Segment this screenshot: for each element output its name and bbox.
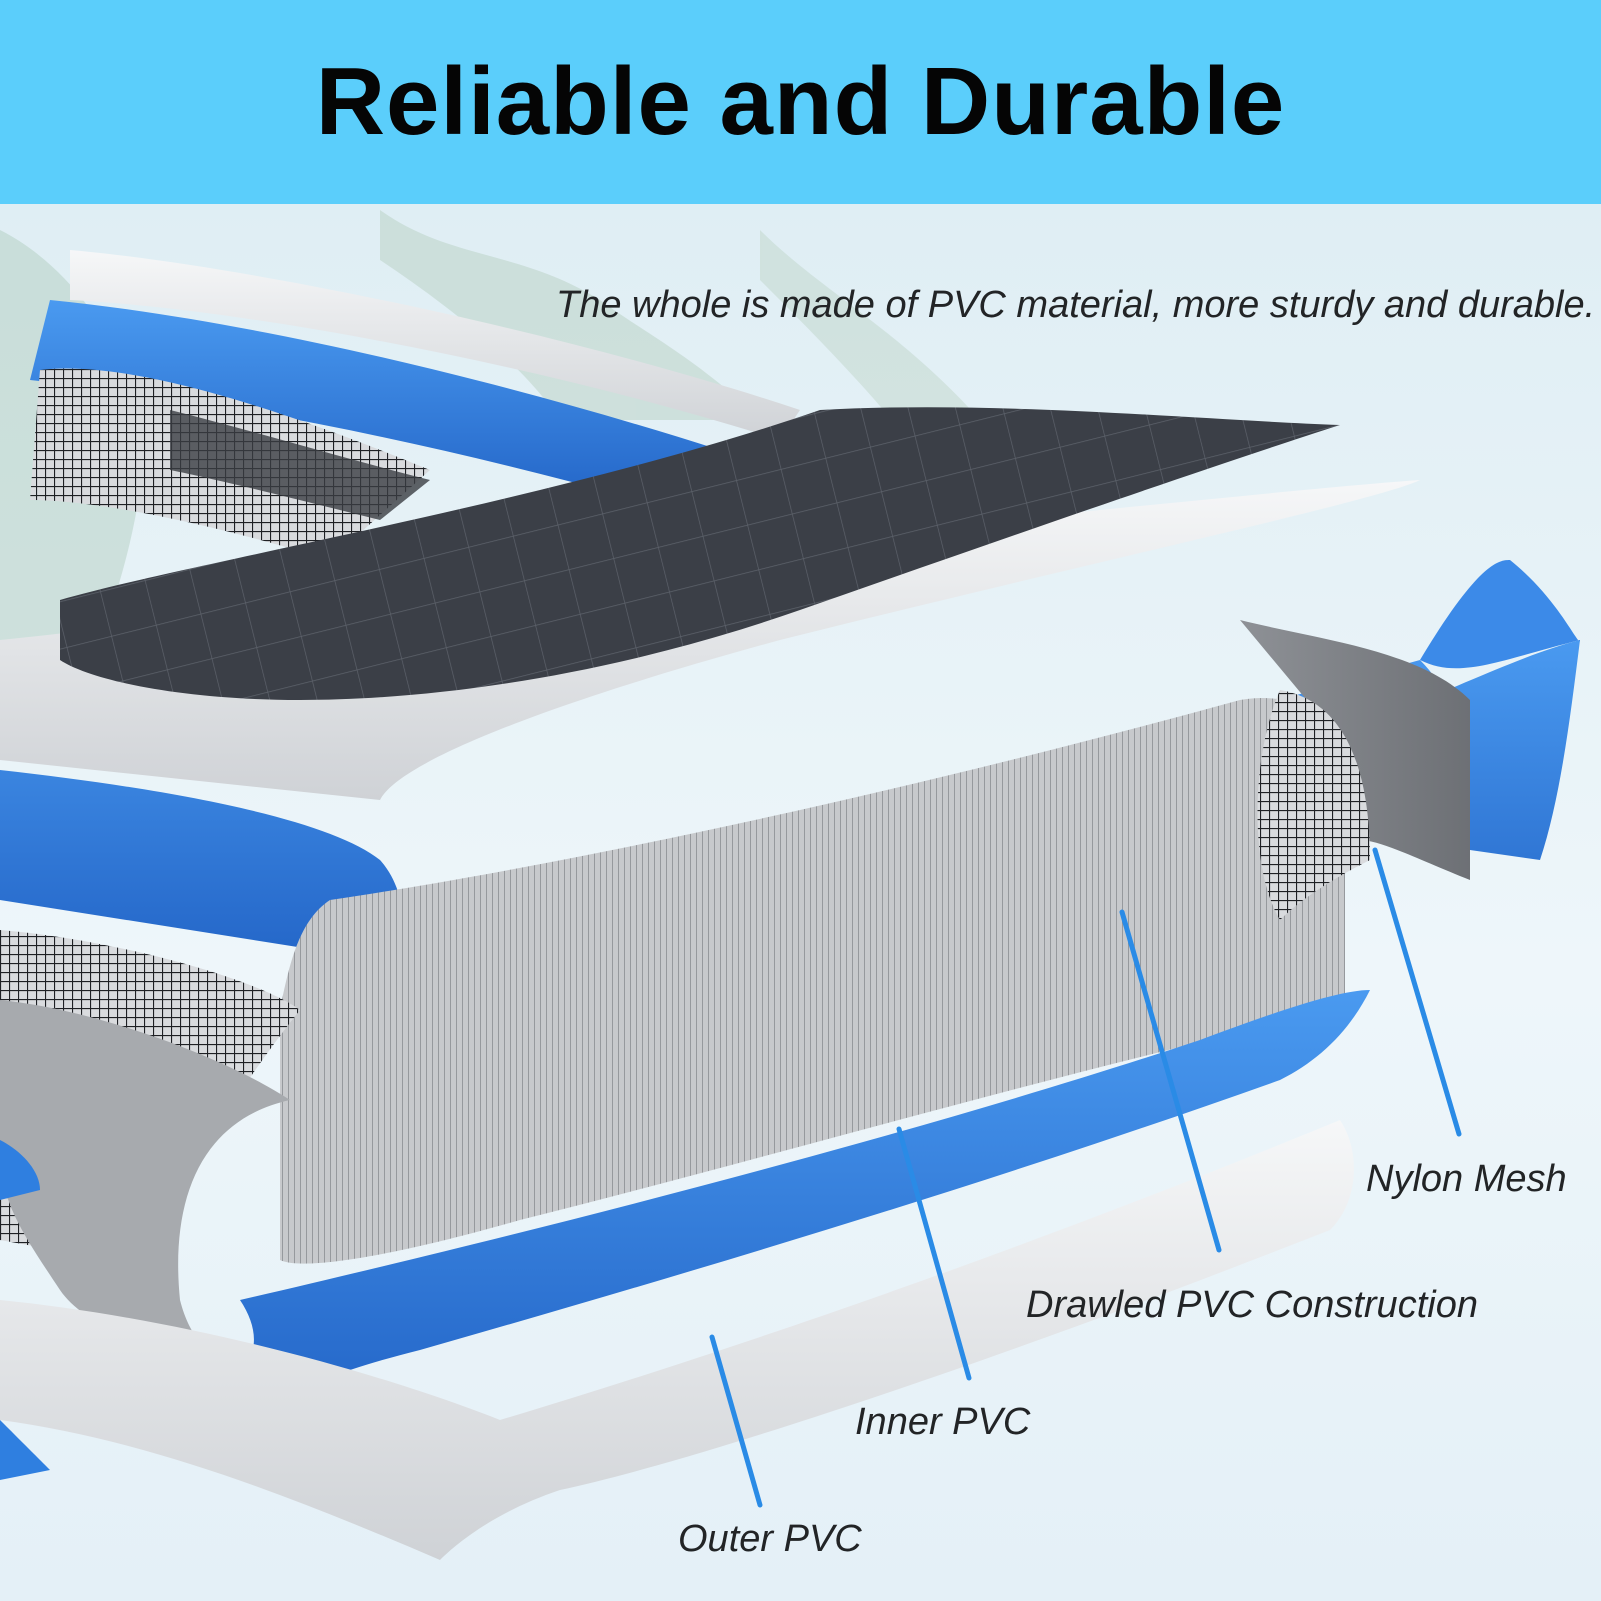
- mid-white-pvc-layer: [0, 480, 1420, 800]
- grey-pvc-curl: [0, 1000, 290, 1360]
- drop-stitch-core: [280, 698, 1345, 1264]
- top-blue-pvc-layer: [30, 300, 720, 500]
- drawstitch-grid-sheet: [60, 407, 1340, 700]
- nylon-mesh-wrap: [1257, 690, 1370, 920]
- label-drawled-pvc: Drawled PVC Construction: [1026, 1284, 1478, 1326]
- page-title: Reliable and Durable: [315, 48, 1286, 155]
- outer-pvc-white-layer: [0, 1120, 1354, 1560]
- label-pointers: [709, 847, 1462, 1508]
- title-banner: Reliable and Durable: [0, 0, 1601, 204]
- pointer-outer-pvc: [709, 1334, 763, 1508]
- top-white-pvc-layer: [70, 250, 800, 440]
- inner-pvc-blue-layer: [230, 990, 1370, 1410]
- pointer-inner-pvc: [896, 1126, 972, 1381]
- material-caption: The whole is made of PVC material, more …: [556, 284, 1596, 326]
- label-outer-pvc: Outer PVC: [678, 1518, 862, 1560]
- inner-grey-pvc-wall: [1240, 620, 1470, 880]
- pointer-drawled-pvc: [1119, 909, 1222, 1253]
- layer-cross-section-illustration: [0, 204, 1601, 1601]
- pointer-nylon-mesh: [1372, 847, 1462, 1137]
- label-nylon-mesh: Nylon Mesh: [1366, 1158, 1567, 1200]
- label-inner-pvc: Inner PVC: [855, 1401, 1031, 1443]
